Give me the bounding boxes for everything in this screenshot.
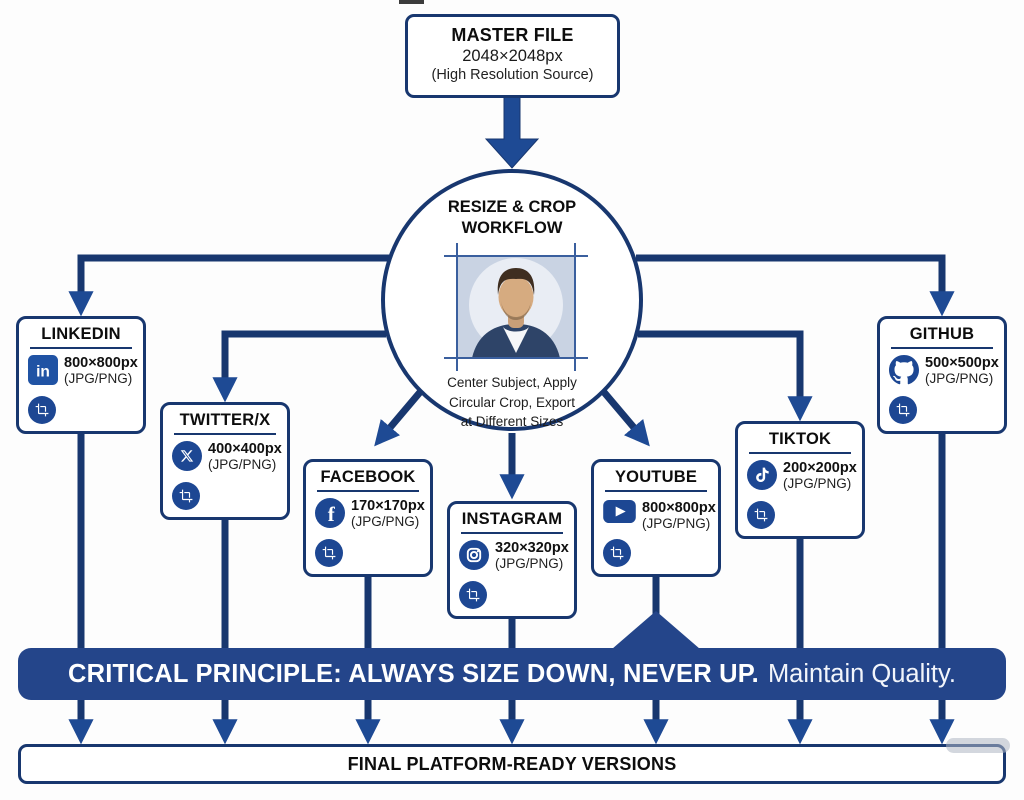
platform-size: 170×170px [351,498,425,514]
master-file-size: 2048×2048px [462,47,563,65]
twitter-x-icon [172,441,202,471]
crop-icon [459,581,487,609]
master-file-title: MASTER FILE [451,25,574,45]
platform-name: YOUTUBE [614,468,698,486]
divider [605,490,707,492]
platform-name: TWITTER/X [179,411,271,429]
crop-icon [747,501,775,529]
youtube-icon [603,500,636,523]
crop-icon [172,482,200,510]
line-workflow-to-github [636,254,955,317]
github-icon [889,355,919,385]
workflow-caption: Center Subject, Apply Circular Crop, Exp… [447,375,577,430]
platform-box-twitter-x: TWITTER/X 400×400px (JPG/PNG) [160,402,290,520]
tiktok-icon [747,460,777,490]
final-versions-title: FINAL PLATFORM-READY VERSIONS [347,753,677,774]
divider [749,452,851,454]
platform-name: LINKEDIN [41,325,121,343]
critical-principle-banner: CRITICAL PRINCIPLE: ALWAYS SIZE DOWN, NE… [18,611,1006,700]
platform-format: (JPG/PNG) [642,516,711,531]
banner-bold-text: CRITICAL PRINCIPLE: ALWAYS SIZE DOWN, NE… [68,659,759,688]
platform-box-linkedin: LINKEDIN in 800×800px (JPG/PNG) [16,316,146,434]
platform-size: 800×800px [64,355,138,371]
platform-size: 320×320px [495,540,569,556]
banner-regular-text: Maintain Quality. [767,659,956,688]
master-file-box: MASTER FILE 2048×2048px (High Resolution… [405,14,620,98]
platform-name: TIKTOK [768,430,832,448]
master-file-subtitle: (High Resolution Source) [431,67,594,83]
platform-size: 800×800px [642,500,716,516]
facebook-icon: f [315,498,345,528]
banner-up-wedge [612,611,700,649]
divider [461,532,563,534]
platform-size: 400×400px [208,441,282,457]
platform-box-instagram: INSTAGRAM 320×320px (JPG/PNG) [447,501,577,619]
arrow-master-to-workflow [484,95,540,169]
platform-box-facebook: FACEBOOK f 170×170px (JPG/PNG) [303,459,433,577]
linkedin-icon: in [28,355,58,385]
divider [174,433,276,435]
platform-box-tiktok: TIKTOK 200×200px (JPG/PNG) [735,421,865,539]
crop-icon [603,539,631,567]
platform-size: 200×200px [783,460,857,476]
line-workflow-to-twitter [212,330,386,403]
line-workflow-to-youtube [600,388,650,447]
line-workflow-to-tiktok [638,330,813,422]
crop-icon [315,539,343,567]
platform-format: (JPG/PNG) [64,371,133,386]
man-portrait-with-crop-marks [442,241,590,373]
platform-name: FACEBOOK [320,468,416,486]
platform-format: (JPG/PNG) [925,371,994,386]
platform-name: INSTAGRAM [461,510,563,528]
line-workflow-to-facebook [374,388,424,447]
platform-name: GITHUB [909,325,975,343]
watermark-smudge [946,738,1010,753]
platform-format: (JPG/PNG) [495,556,564,571]
divider [891,347,993,349]
platform-box-github: GITHUB 500×500px (JPG/PNG) [877,316,1007,434]
instagram-icon [459,540,489,570]
platform-format: (JPG/PNG) [783,476,852,491]
crop-icon [28,396,56,424]
svg-text:in: in [36,364,50,381]
svg-text:f: f [328,502,336,526]
crop-icon [889,396,917,424]
divider [317,490,419,492]
final-versions-box: FINAL PLATFORM-READY VERSIONS [18,744,1006,784]
platform-size: 500×500px [925,355,999,371]
workflow-title: RESIZE & CROP WORKFLOW [447,198,577,238]
divider [30,347,132,349]
line-workflow-to-linkedin [68,254,389,317]
platform-format: (JPG/PNG) [351,514,420,529]
top-edge-artifact [399,0,424,4]
platform-format: (JPG/PNG) [208,457,277,472]
workflow-circle: RESIZE & CROP WORKFLOW [381,169,643,431]
platform-box-youtube: YOUTUBE 800×800px (JPG/PNG) [591,459,721,577]
